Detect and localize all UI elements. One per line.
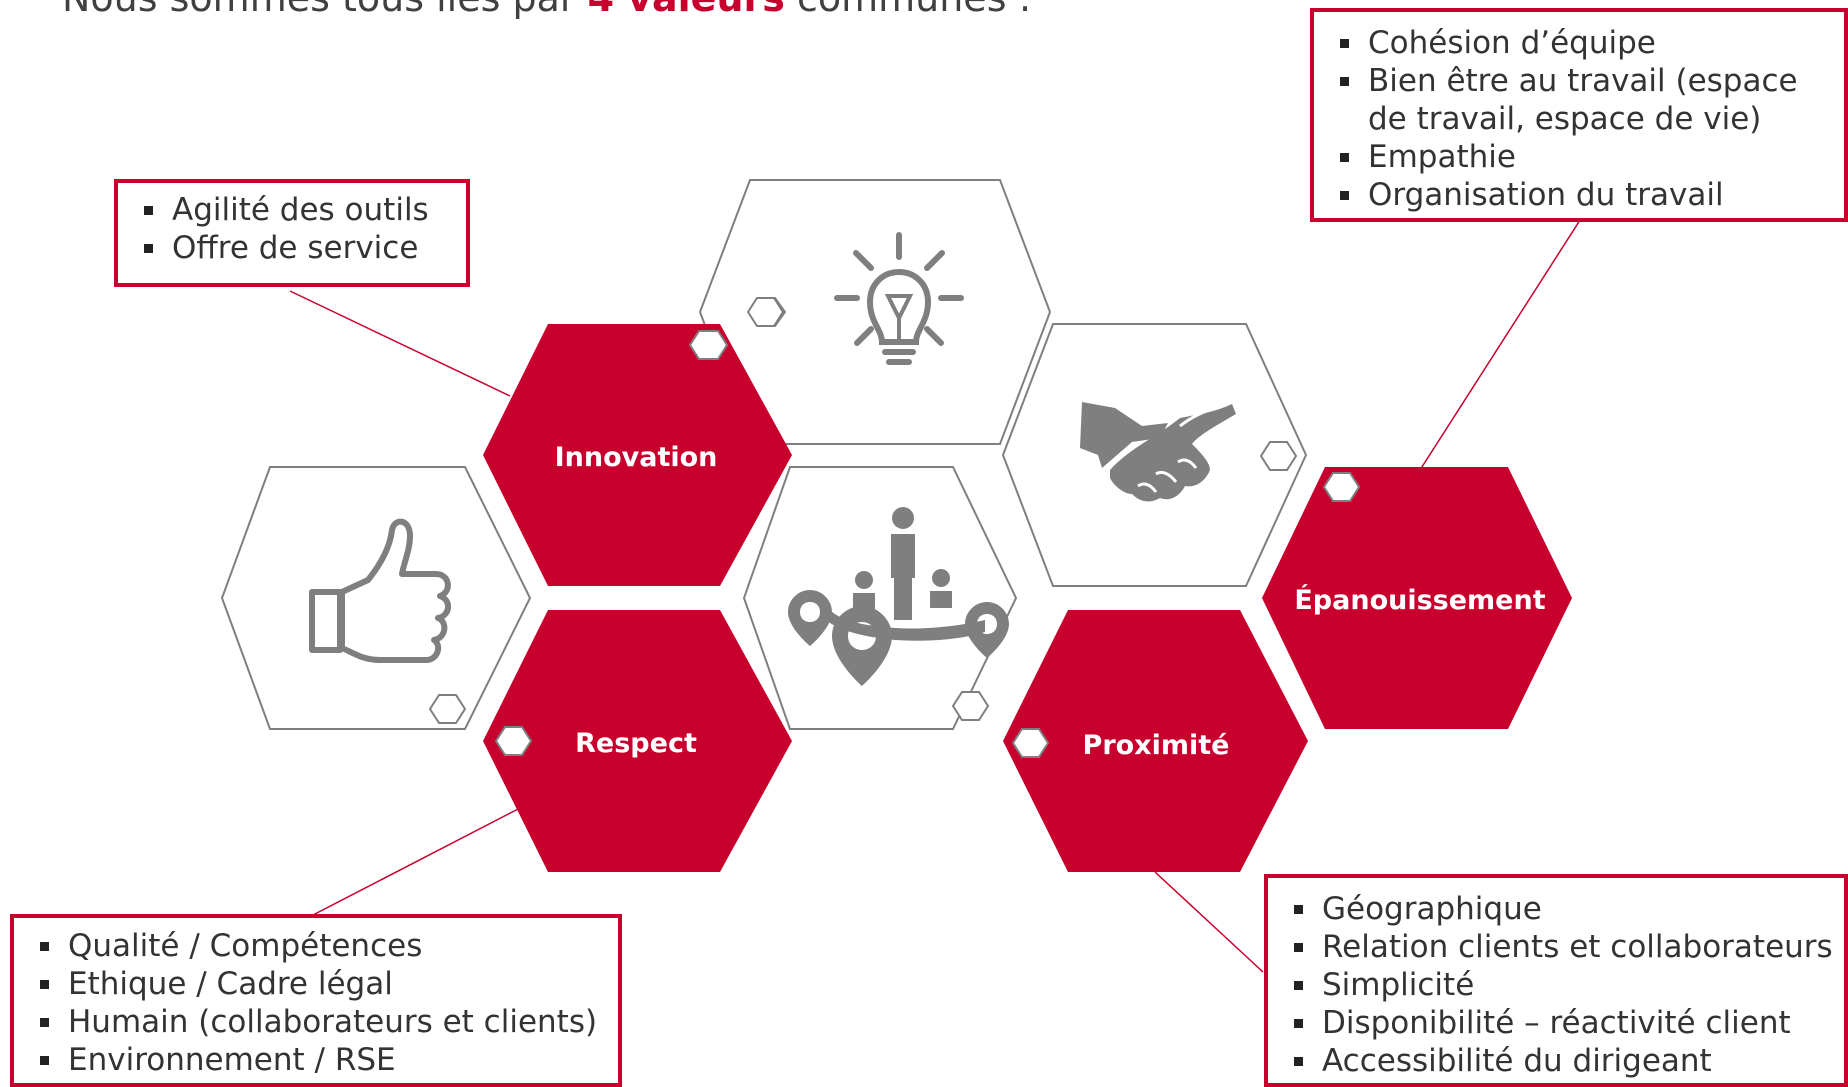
network-location-icon <box>788 507 1009 686</box>
list-item: Simplicité <box>1290 966 1844 1004</box>
connector-innovation <box>289 290 511 397</box>
list-item: Disponibilité – réactivité client <box>1290 1004 1844 1042</box>
hex-innovation <box>483 324 792 586</box>
small-hex-innovation-tr <box>688 330 729 360</box>
hex-epanouissement <box>1262 467 1572 729</box>
small-hex-network-br <box>951 691 990 721</box>
list-item: Qualité / Compétences <box>36 927 618 965</box>
list-item: Géographique <box>1290 890 1844 928</box>
small-hex-respect-l <box>494 726 533 756</box>
handshake-icon <box>1080 402 1236 502</box>
list-item: Bien être au travail (espace <box>1336 62 1844 100</box>
label-respect: Respect <box>575 728 697 759</box>
headline: Nous sommes tous liés par 4 valeurs comm… <box>62 0 1031 20</box>
list-item: Organisation du travail <box>1336 176 1844 214</box>
hex-lightbulb <box>698 179 1052 445</box>
list-item: Environnement / RSE <box>36 1041 618 1079</box>
list-item: Offre de service <box>140 229 466 267</box>
small-hex-handshake-right <box>1259 441 1298 471</box>
small-hex-epanouissement-tl <box>1322 472 1361 502</box>
list-item: Agilité des outils <box>140 191 466 229</box>
label-proximite: Proximité <box>1083 730 1230 761</box>
small-hex-thumbs-br <box>428 694 467 724</box>
label-innovation: Innovation <box>555 442 718 473</box>
list-item: Humain (collaborateurs et clients) <box>36 1003 618 1041</box>
connector-proximite <box>1154 871 1264 973</box>
hex-network <box>742 466 1018 730</box>
headline-tail: communes : <box>797 0 1031 20</box>
lightbulb-icon <box>834 232 964 365</box>
list-item: Accessibilité du dirigeant <box>1290 1042 1844 1080</box>
connector-lines <box>289 216 1583 973</box>
list-item: Relation clients et collaborateurs <box>1290 928 1844 966</box>
connector-respect <box>312 807 521 916</box>
small-hexes <box>428 297 1361 758</box>
list-item: Ethique / Cadre légal <box>36 965 618 1003</box>
headline-lead: Nous sommes tous liés par <box>62 0 575 20</box>
label-epanouissement: Épanouissement <box>1294 584 1545 616</box>
list-item: Cohésion d’équipe <box>1336 24 1844 62</box>
connector-epanouissement <box>1419 216 1583 471</box>
headline-accent: 4 valeurs <box>588 0 785 20</box>
hex-respect <box>483 610 792 872</box>
list-item: de travail, espace de vie) <box>1368 101 1762 137</box>
hex-proximite <box>1003 610 1308 872</box>
list-item: Empathie <box>1336 138 1844 176</box>
small-hex-lightbulb-left <box>746 297 785 327</box>
hex-thumbs-up <box>220 466 532 730</box>
small-hex-proximite-l <box>1011 728 1050 758</box>
thumbs-up-icon <box>309 518 451 663</box>
